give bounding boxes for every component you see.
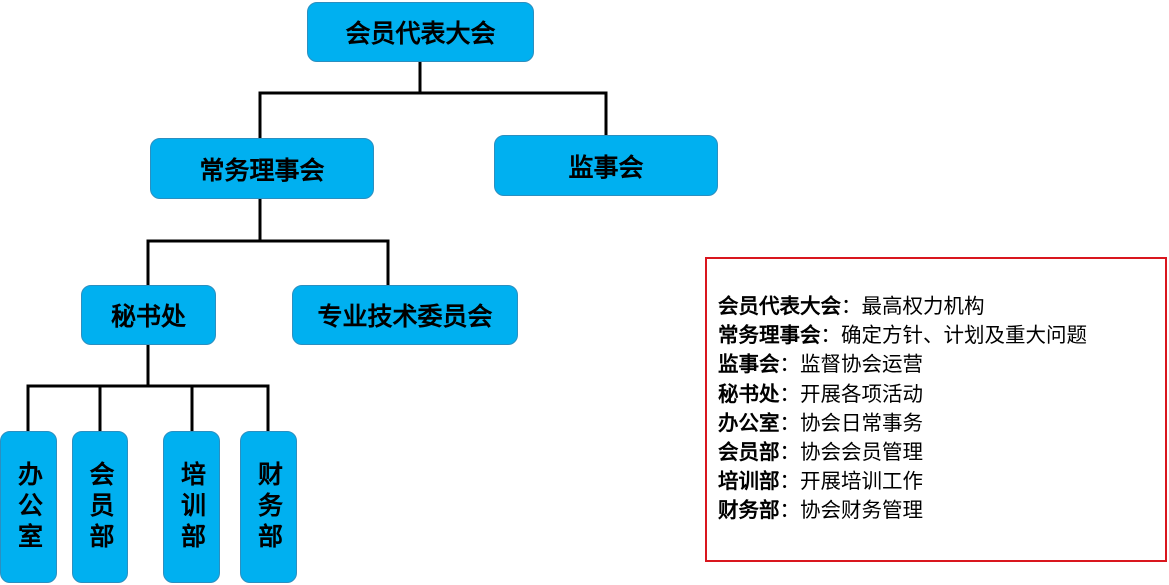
legend-separator: ：: [779, 410, 801, 435]
legend-description: 协会日常事务: [800, 410, 923, 435]
legend-description: 确定方针、计划及重大问题: [841, 323, 1087, 348]
legend-row: 办公室：协会日常事务: [718, 409, 1165, 438]
legend-term: 监事会: [718, 352, 780, 377]
node-membership-dept: 会员部: [72, 431, 128, 583]
legend-row: 会员部：协会会员管理: [718, 438, 1165, 467]
legend-term: 会员部: [718, 440, 780, 465]
legend-term: 秘书处: [718, 381, 780, 406]
legend-separator: ：: [841, 294, 862, 318]
legend-term: 办公室: [718, 410, 780, 435]
node-supervisory-board: 监事会: [494, 135, 718, 196]
node-finance-dept: 财务部: [240, 431, 297, 583]
node-general-assembly: 会员代表大会: [307, 2, 534, 62]
legend-separator: ：: [779, 469, 801, 494]
legend-description: 协会财务管理: [800, 498, 923, 523]
node-tech-committee: 专业技术委员会: [292, 285, 518, 345]
legend-description: 最高权力机构: [861, 294, 985, 318]
legend-separator: ：: [779, 498, 801, 523]
legend-description: 协会会员管理: [800, 440, 923, 465]
node-office: 办公室: [0, 431, 57, 583]
legend-row: 财务部：协会财务管理: [718, 496, 1165, 525]
legend-term: 财务部: [718, 498, 780, 523]
legend-row: 监事会：监督协会运营: [718, 350, 1165, 379]
node-training-dept: 培训部: [163, 431, 220, 583]
legend-box: 会员代表大会：最高权力机构 常务理事会：确定方针、计划及重大问题 监事会：监督协…: [705, 257, 1167, 562]
legend-separator: ：: [779, 440, 801, 465]
legend-separator: ：: [820, 323, 842, 348]
legend-term: 常务理事会: [718, 323, 821, 348]
legend-row: 培训部：开展培训工作: [718, 467, 1165, 496]
legend-row: 常务理事会：确定方针、计划及重大问题: [718, 321, 1165, 350]
legend-separator: ：: [779, 352, 801, 377]
node-secretariat: 秘书处: [81, 285, 216, 345]
legend-description: 开展培训工作: [800, 469, 923, 494]
legend-description: 开展各项活动: [800, 381, 923, 406]
legend-row: 会员代表大会：最高权力机构: [718, 292, 1165, 321]
legend-separator: ：: [779, 381, 801, 406]
legend-row: 秘书处：开展各项活动: [718, 380, 1165, 409]
node-standing-council: 常务理事会: [150, 138, 374, 199]
legend-term: 会员代表大会: [718, 294, 841, 318]
legend-term: 培训部: [718, 469, 780, 494]
legend-description: 监督协会运营: [800, 352, 923, 377]
